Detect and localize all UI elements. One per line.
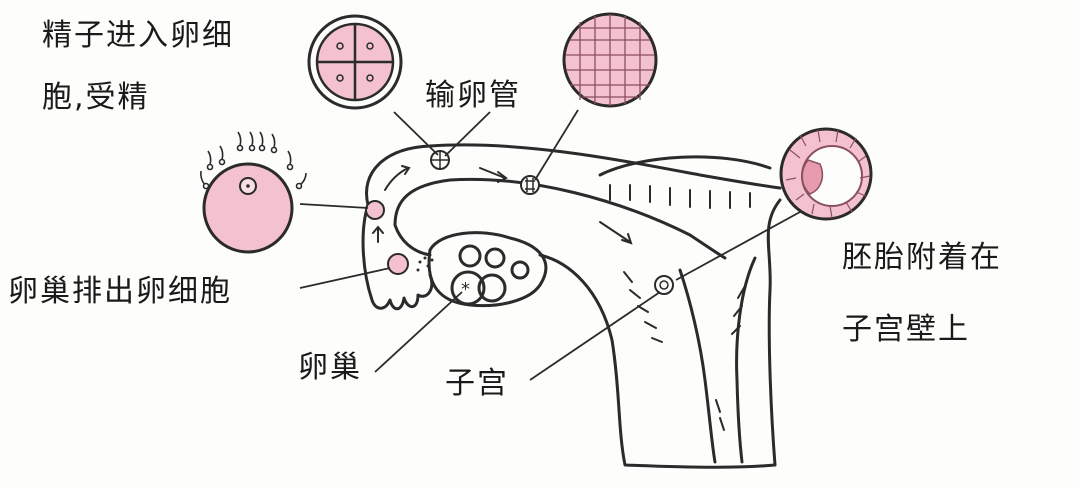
reproductive-tract [361,143,782,469]
morula-illustration [562,12,658,108]
implantation-label-line2: 子宫壁上 [842,312,970,347]
blastocyst-illustration [779,127,873,221]
released-egg-cell [387,253,409,275]
embryo-in-uterus [654,275,674,295]
movement-arrows [372,165,633,245]
ovulation-label: 卵巢排出卵细胞 [8,274,232,309]
ovulation-dots [416,256,434,272]
implantation-label-line1: 胚胎附着在 [842,240,1002,275]
fertilization-label-line2: 胞,受精 [42,80,150,115]
ovary-follicle-star: * [461,279,470,300]
egg-with-sperm-illustration [200,131,307,254]
uterus-label: 子宫 [445,366,509,401]
ovary-structure [427,231,548,308]
fertilization-label-line1: 精子进入卵细 [42,18,234,53]
uterine-wall-striations [609,184,751,431]
leader-lines [299,109,801,381]
oviduct-label: 输卵管 [425,78,521,113]
egg-cell-entering-tube [365,200,385,220]
cells-in-tube [365,150,674,295]
four-cell-embryo-illustration [307,14,403,110]
ovary-label: 卵巢 [298,350,362,385]
